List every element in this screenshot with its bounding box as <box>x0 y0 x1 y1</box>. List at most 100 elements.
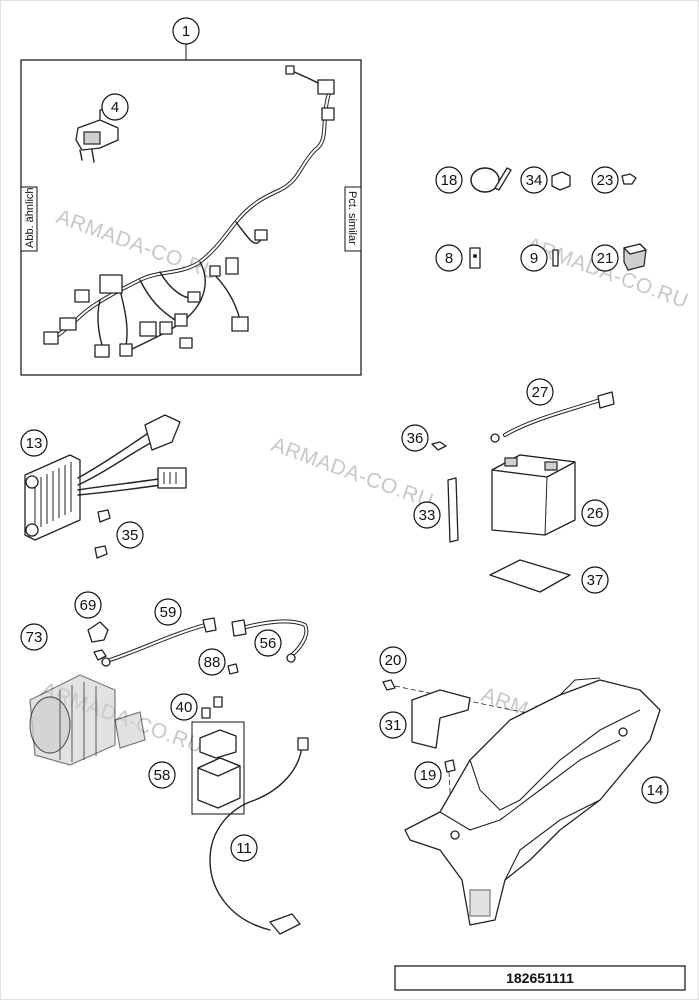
nut-part <box>93 649 107 661</box>
callout-9 <box>520 244 548 272</box>
voltage-regulator-group: 13 35 <box>20 414 187 559</box>
terminal-cap-part <box>87 621 109 643</box>
callout-40 <box>170 693 198 721</box>
nut-part <box>227 663 239 675</box>
bolt-axis-line <box>394 685 621 733</box>
callout-37-label: 37 <box>587 572 604 589</box>
callout-56-label: 56 <box>260 635 277 652</box>
callout-20-label: 20 <box>385 652 402 669</box>
harness-left-label-box <box>20 186 38 252</box>
starter-group: 69 73 59 56 88 40 <box>20 591 309 935</box>
callout-19 <box>414 761 442 789</box>
harness-connector <box>94 344 110 358</box>
callout-88-label: 88 <box>204 654 221 671</box>
callout-27 <box>526 378 554 406</box>
harness-connector <box>174 313 188 327</box>
screw-part <box>444 759 456 773</box>
sensor-cable <box>209 744 303 931</box>
callout-33-label: 33 <box>419 507 436 524</box>
diagram-code: 182651111 <box>506 970 574 986</box>
harness-connector <box>225 257 239 275</box>
callout-14-label: 14 <box>647 782 664 799</box>
harness-connector <box>321 107 335 121</box>
callout-36 <box>401 424 429 452</box>
harness-connector <box>43 331 59 345</box>
callout-9-label: 9 <box>530 250 538 267</box>
callout-19-label: 19 <box>420 767 437 784</box>
bolt-part <box>382 679 396 691</box>
callout-27-label: 27 <box>532 384 549 401</box>
callout-34 <box>520 166 548 194</box>
callout-26 <box>581 499 609 527</box>
harness-trunk-inner <box>49 89 331 341</box>
harness-connector <box>231 316 249 332</box>
regulator-part <box>24 414 187 541</box>
harness-connector <box>254 229 268 241</box>
holder-part <box>621 173 637 185</box>
callout-37 <box>581 566 609 594</box>
callout-40-label: 40 <box>176 699 193 716</box>
callout-34-label: 34 <box>526 172 543 189</box>
relay-frame <box>191 721 245 815</box>
callout-35-label: 35 <box>122 527 139 544</box>
fuse-part <box>213 696 223 708</box>
harness-left-label: Abb. ähnlich <box>24 187 36 248</box>
callout-20 <box>379 646 407 674</box>
callout-21 <box>591 244 619 272</box>
callout-35 <box>116 521 144 549</box>
cable-tie-part <box>470 167 512 193</box>
harness-connector <box>209 265 221 277</box>
relay-bracket-part <box>75 107 119 163</box>
harness-connector <box>139 321 157 337</box>
callout-13-label: 13 <box>26 435 43 452</box>
callout-23-label: 23 <box>597 172 614 189</box>
small-parts-group: 18 34 23 8 9 21 <box>435 166 647 272</box>
harness-branch-f <box>119 289 128 351</box>
callout-31 <box>379 711 407 739</box>
callout-73-label: 73 <box>26 629 43 646</box>
clip-part <box>551 171 571 191</box>
callout-23 <box>591 166 619 194</box>
tray-bracket-part <box>411 689 471 749</box>
callout-36-label: 36 <box>407 430 424 447</box>
callout-69 <box>74 591 102 619</box>
battery-tray-group: 20 31 19 14 <box>379 646 669 926</box>
watermark-1: ARMADA-CO.RU <box>53 205 221 285</box>
harness-connector <box>187 291 201 303</box>
battery-group: 27 36 26 33 37 <box>401 378 615 594</box>
callout-11-label: 11 <box>236 840 252 857</box>
harness-right-label: Pct. similar <box>346 191 358 245</box>
callout-4 <box>101 93 129 121</box>
callout-8 <box>435 244 463 272</box>
harness-connector <box>317 79 335 95</box>
callout-88 <box>198 648 226 676</box>
callout-59-label: 59 <box>160 604 177 621</box>
harness-connector <box>59 317 77 331</box>
bolt-part <box>431 441 447 451</box>
callout-69-label: 69 <box>80 597 97 614</box>
pad-part <box>489 559 571 593</box>
pin-part <box>552 249 559 267</box>
diagram-code-box <box>394 965 686 991</box>
battery-part <box>491 454 576 536</box>
harness-branch-d <box>139 279 176 321</box>
callout-13 <box>20 429 48 457</box>
callout-18 <box>435 166 463 194</box>
callout-8-label: 8 <box>445 250 453 267</box>
starter-motor-part <box>29 674 146 766</box>
strap-part <box>447 477 459 543</box>
callout-31-label: 31 <box>385 717 402 734</box>
callout-4-label: 4 <box>111 99 119 116</box>
watermarks: ARMADA-CO.RU ARMADA-CO.RU ARMADA-CO.RU A… <box>38 205 691 763</box>
battery-tray-part <box>404 677 661 926</box>
harness-connector <box>159 321 173 335</box>
harness-branch-a <box>129 261 206 351</box>
callout-11 <box>230 834 258 862</box>
callout-26-label: 26 <box>587 505 604 522</box>
screw-part <box>94 545 108 559</box>
harness-connector <box>285 65 295 75</box>
callout-73 <box>20 623 48 651</box>
harness-connector <box>179 337 193 349</box>
harness-connector <box>119 343 133 357</box>
